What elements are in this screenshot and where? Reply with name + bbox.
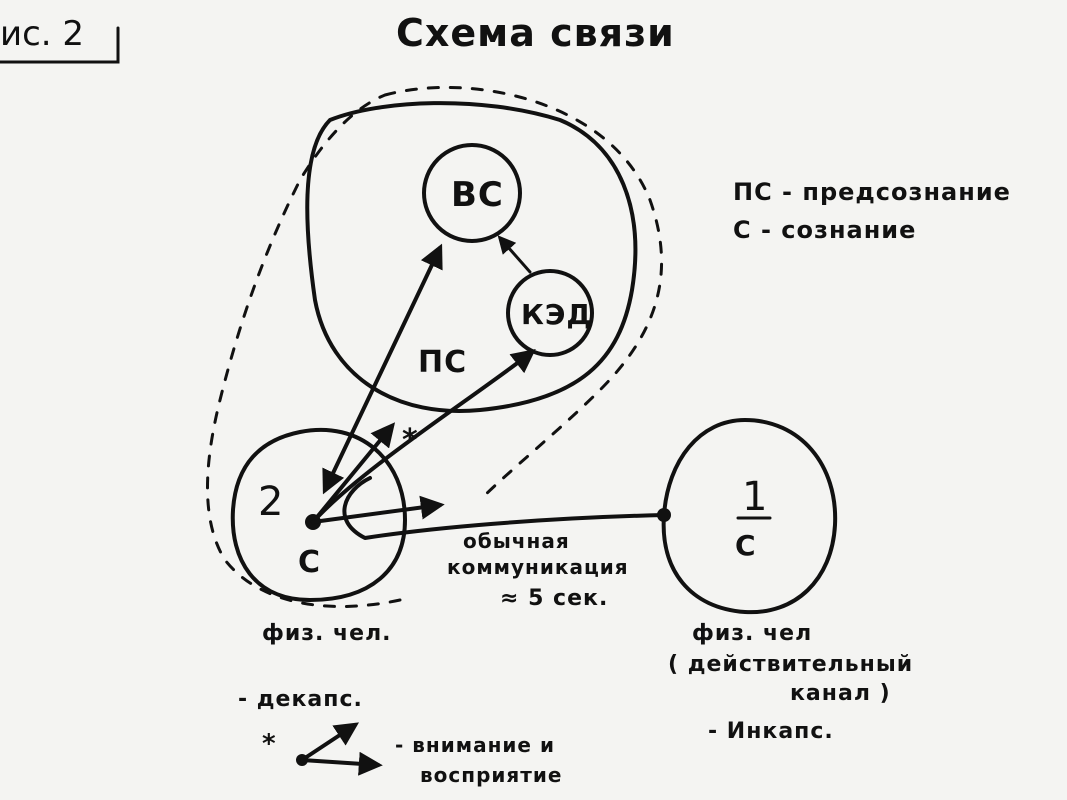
edge-label-line2: коммуникация: [447, 555, 629, 579]
caption-person2: физ. чел.: [262, 621, 392, 646]
person2-number: 2: [258, 479, 283, 525]
legend-arrow-up: [300, 722, 360, 762]
legend-attention-l2: восприятие: [420, 763, 562, 787]
vs-label: ВС: [451, 175, 504, 215]
legend-ps: ПС - предсознание: [733, 178, 1011, 206]
legend-arrow-right: [300, 751, 383, 776]
person2-c: С: [298, 545, 321, 580]
kad-label: КЭД: [521, 298, 592, 331]
person1-number: 1: [742, 474, 767, 520]
arrow-perception-right: [311, 495, 445, 524]
person1-dot: [657, 508, 671, 522]
legend-asterisk: *: [262, 729, 277, 759]
legend-dekaps: - декапс.: [238, 687, 363, 712]
asterisk-mark: *: [402, 423, 419, 458]
ps-label: ПС: [418, 345, 467, 380]
caption-inkaps: - Инкапс.: [708, 719, 834, 744]
legend-attention-l1: - внимание и: [395, 733, 555, 757]
arrow-kad-to-vs: [497, 235, 532, 274]
vs-circle: [422, 143, 522, 243]
legend-c: С - сознание: [733, 216, 916, 244]
caption-person1-l1: физ. чел: [692, 621, 812, 646]
ps-circle: [305, 101, 638, 413]
caption-person1-l2: ( действительный: [668, 652, 913, 677]
dashed-boundary: [206, 85, 663, 608]
arrow-c2-vs: [322, 243, 443, 495]
person1-c: С: [735, 529, 757, 562]
edge-label-line3: ≈ 5 сек.: [500, 586, 608, 611]
edge-label-line1: обычная: [463, 529, 570, 553]
arrow-attention-up: [311, 422, 396, 524]
diagram-title: Схема связи: [396, 11, 675, 55]
figure-label: ис. 2: [0, 14, 120, 64]
arrow-c2-to-kad: [311, 349, 536, 524]
loop-to-channel: [342, 476, 666, 540]
kad-circle: [506, 269, 594, 357]
person1-circle: [661, 418, 838, 615]
figure-label-text: ис. 2: [0, 14, 84, 54]
caption-person1-l3: канал ): [790, 681, 891, 706]
